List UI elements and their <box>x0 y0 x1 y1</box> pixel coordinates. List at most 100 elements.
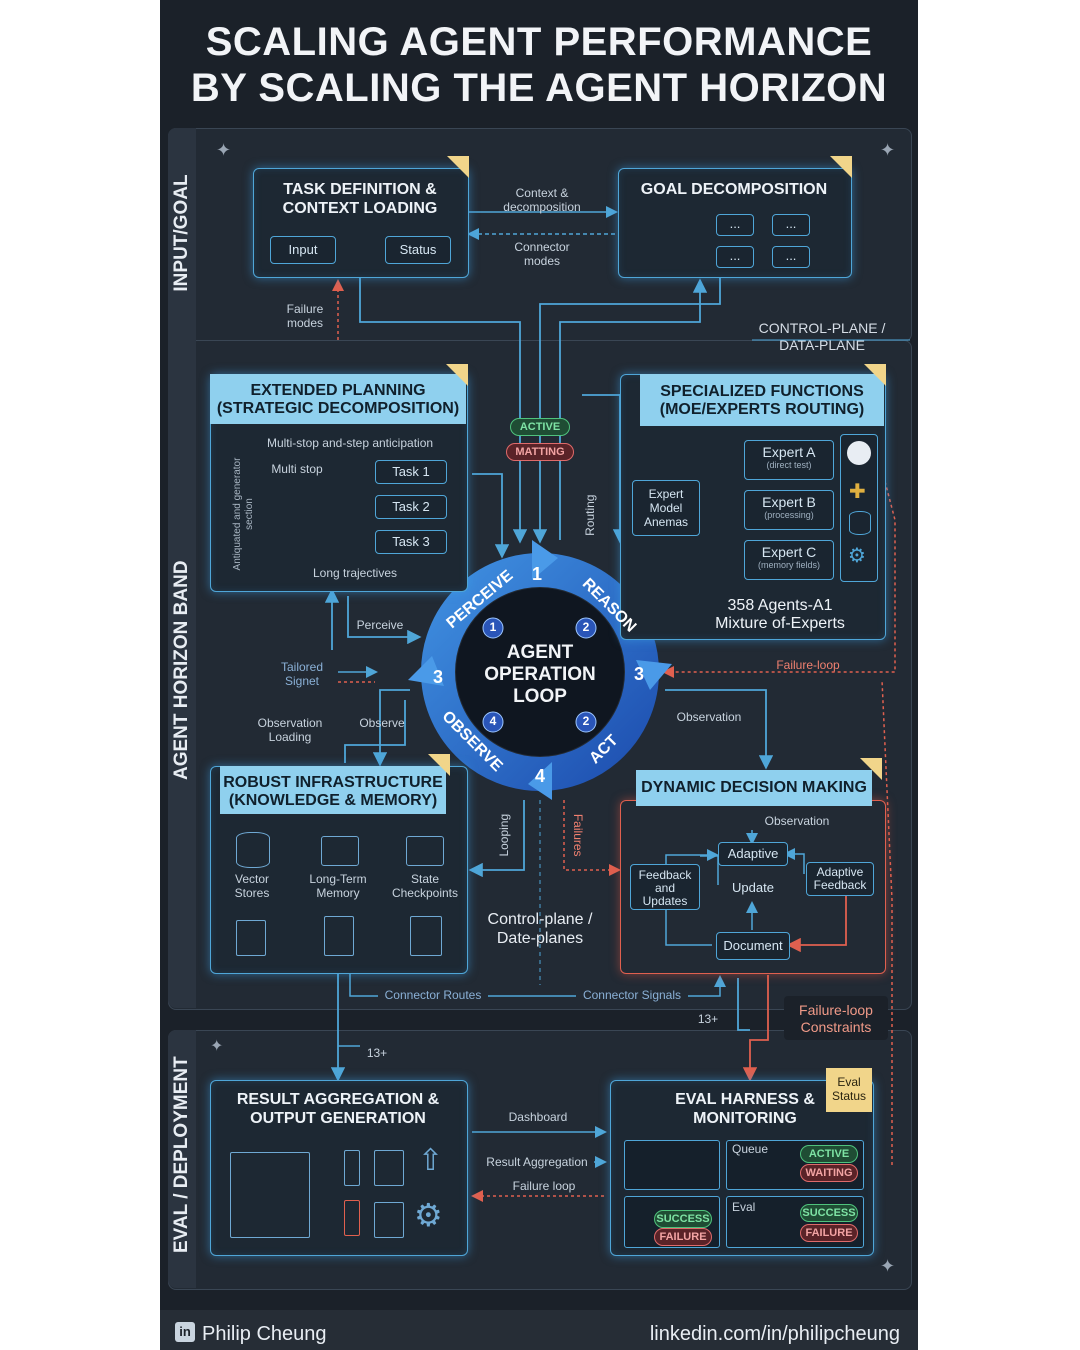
failure-modes-label: Failure modes <box>286 302 324 331</box>
document-icon <box>324 916 354 956</box>
adaptive-feedback-node: Adaptive Feedback <box>806 862 874 896</box>
loop-center-label: AGENT OPERATION LOOP <box>484 642 596 707</box>
planning-subtitle: Multi-stop and-step anticipation <box>266 436 434 450</box>
goal-decomposition-title: GOAL DECOMPOSITION <box>640 181 828 198</box>
band-label-strip <box>168 128 196 1008</box>
document-icon <box>410 916 442 956</box>
context-label: Context & decomposition <box>503 186 581 215</box>
note-corner <box>446 364 468 386</box>
extended-planning-title: EXTENDED PLANNING (STRATEGIC DECOMPOSITI… <box>210 374 466 424</box>
loop-step-3-right: 3 <box>633 664 644 684</box>
eval-failure-badge: FAILURE <box>800 1224 858 1242</box>
expert-a-node: Expert A (direct test) <box>744 440 834 480</box>
moe-label: Mixture of-Experts <box>715 615 845 632</box>
observe-flow-label: Observe <box>359 716 405 730</box>
observation-label: Observation <box>764 814 830 828</box>
band-label-strip-eval <box>168 1030 196 1288</box>
title-line-1: SCALING AGENT PERFORMANCE <box>205 20 873 64</box>
queue-active-badge: ACTIVE <box>800 1145 858 1163</box>
active-badge: ACTIVE <box>510 418 570 436</box>
upload-icon: ⇧ <box>418 1144 444 1177</box>
task-3-pill: Task 3 <box>375 530 447 554</box>
inner-step-2: 2 <box>582 620 590 634</box>
inner-step-4: 4 <box>489 714 497 728</box>
task-definition-title: TASK DEFINITION & CONTEXT LOADING <box>282 181 438 218</box>
failure-constraints-bg <box>784 996 888 1040</box>
note-corner <box>860 758 882 780</box>
control-plane-label: CONTROL-PLANE / DATA-PLANE <box>758 320 886 353</box>
goal-node: ... <box>716 214 754 236</box>
expert-a-name: Expert A <box>762 444 816 460</box>
sparkle-icon: ✦ <box>880 1256 896 1276</box>
failure-constraints-label: Failure-loop Constraints <box>799 1002 873 1035</box>
checkpoint-folder-icon <box>406 836 444 866</box>
sparkle-icon: ✦ <box>210 1038 224 1055</box>
document-node: Document <box>716 932 790 960</box>
poster: SCALING AGENT PERFORMANCE BY SCALING THE… <box>160 0 918 1350</box>
server-icon-red <box>344 1200 360 1236</box>
inner-step-2b: 2 <box>582 714 590 728</box>
waiting-badge: MATTING <box>506 443 574 461</box>
failures-label: Failures <box>571 813 586 857</box>
decision-title: DYNAMIC DECISION MAKING <box>636 770 872 806</box>
gear-icon: ⚙ <box>848 545 866 567</box>
vector-store-icon <box>236 832 270 868</box>
author-name[interactable]: Philip Cheung <box>202 1323 327 1345</box>
status-pill: Status <box>385 236 451 264</box>
count-13-b: 13+ <box>366 1046 388 1060</box>
dashboard-label: Dashboard <box>508 1110 568 1124</box>
feedback-updates-node: Feedback and Updates <box>630 864 700 910</box>
connector-modes-label: Connector modes <box>514 240 570 269</box>
input-pill: Input <box>270 236 336 264</box>
database-icon <box>849 511 871 535</box>
agents-count: 358 Agents-A1 <box>727 597 833 614</box>
eval-success-badge: SUCCESS <box>800 1204 858 1222</box>
sparkle-icon: ✦ <box>216 140 232 160</box>
sparkle-icon: ✦ <box>880 140 896 160</box>
note-corner <box>830 156 852 178</box>
note-corner <box>428 754 450 776</box>
connector-signals-label: Connector Signals <box>576 988 688 1003</box>
goal-node: ... <box>716 246 754 268</box>
report-document-icon <box>230 1152 310 1238</box>
expert-c-node: Expert C (memory fields) <box>744 540 834 580</box>
loop-step-3-left: 3 <box>432 667 443 687</box>
connector-lines <box>257 206 910 1202</box>
server-icon <box>344 1150 360 1186</box>
note-corner <box>864 364 886 386</box>
expert-b-sub: (processing) <box>764 510 814 520</box>
document-icon <box>236 920 266 956</box>
document-icon <box>374 1202 404 1238</box>
task-2-pill: Task 2 <box>375 495 447 519</box>
expert-c-name: Expert C <box>761 544 817 560</box>
count-13-a: 13+ <box>697 1012 719 1026</box>
tool-icon-column: ✚ ⚙ <box>840 434 878 582</box>
loop-step-1: 1 <box>531 564 542 584</box>
failure-loop-label-bottom: Failure loop <box>512 1179 576 1193</box>
success-badge: SUCCESS <box>654 1210 712 1228</box>
update-node: Update <box>732 880 774 895</box>
loop-step-4: 4 <box>534 766 545 786</box>
failure-badge: FAILURE <box>654 1228 712 1246</box>
eval-harness-title: EVAL HARNESS & MONITORING <box>675 1091 815 1128</box>
connector-routes-label: Connector Routes <box>378 988 488 1003</box>
control-plane-label-2: Control-plane / Date-planes <box>487 911 593 948</box>
expert-b-node: Expert B (processing) <box>744 490 834 530</box>
footer <box>160 1310 918 1350</box>
queue-waiting-badge: WAITING <box>800 1164 858 1182</box>
state-checkpoints-label: State Checkpoints <box>391 872 459 901</box>
linkedin-icon: in <box>175 1322 195 1342</box>
observation-flow-label: Observation <box>676 710 742 724</box>
perceive-flow-label: Perceive <box>356 618 404 632</box>
goal-node: ... <box>772 246 810 268</box>
eval-line-chart-panel <box>624 1140 720 1190</box>
vector-stores-label: Vector Stores <box>234 872 270 901</box>
task-1-pill: Task 1 <box>375 460 447 484</box>
folder-icon <box>321 836 359 866</box>
title-line-2: BY SCALING THE AGENT HORIZON <box>190 66 888 110</box>
inner-step-1: 1 <box>489 620 497 634</box>
linkedin-url[interactable]: linkedin.com/in/philipcheung <box>649 1323 900 1345</box>
slack-icon: ✚ <box>849 481 866 503</box>
failure-loop-label: Failure-loop <box>776 658 840 672</box>
observation-loading-label: Observation Loading <box>257 716 323 745</box>
